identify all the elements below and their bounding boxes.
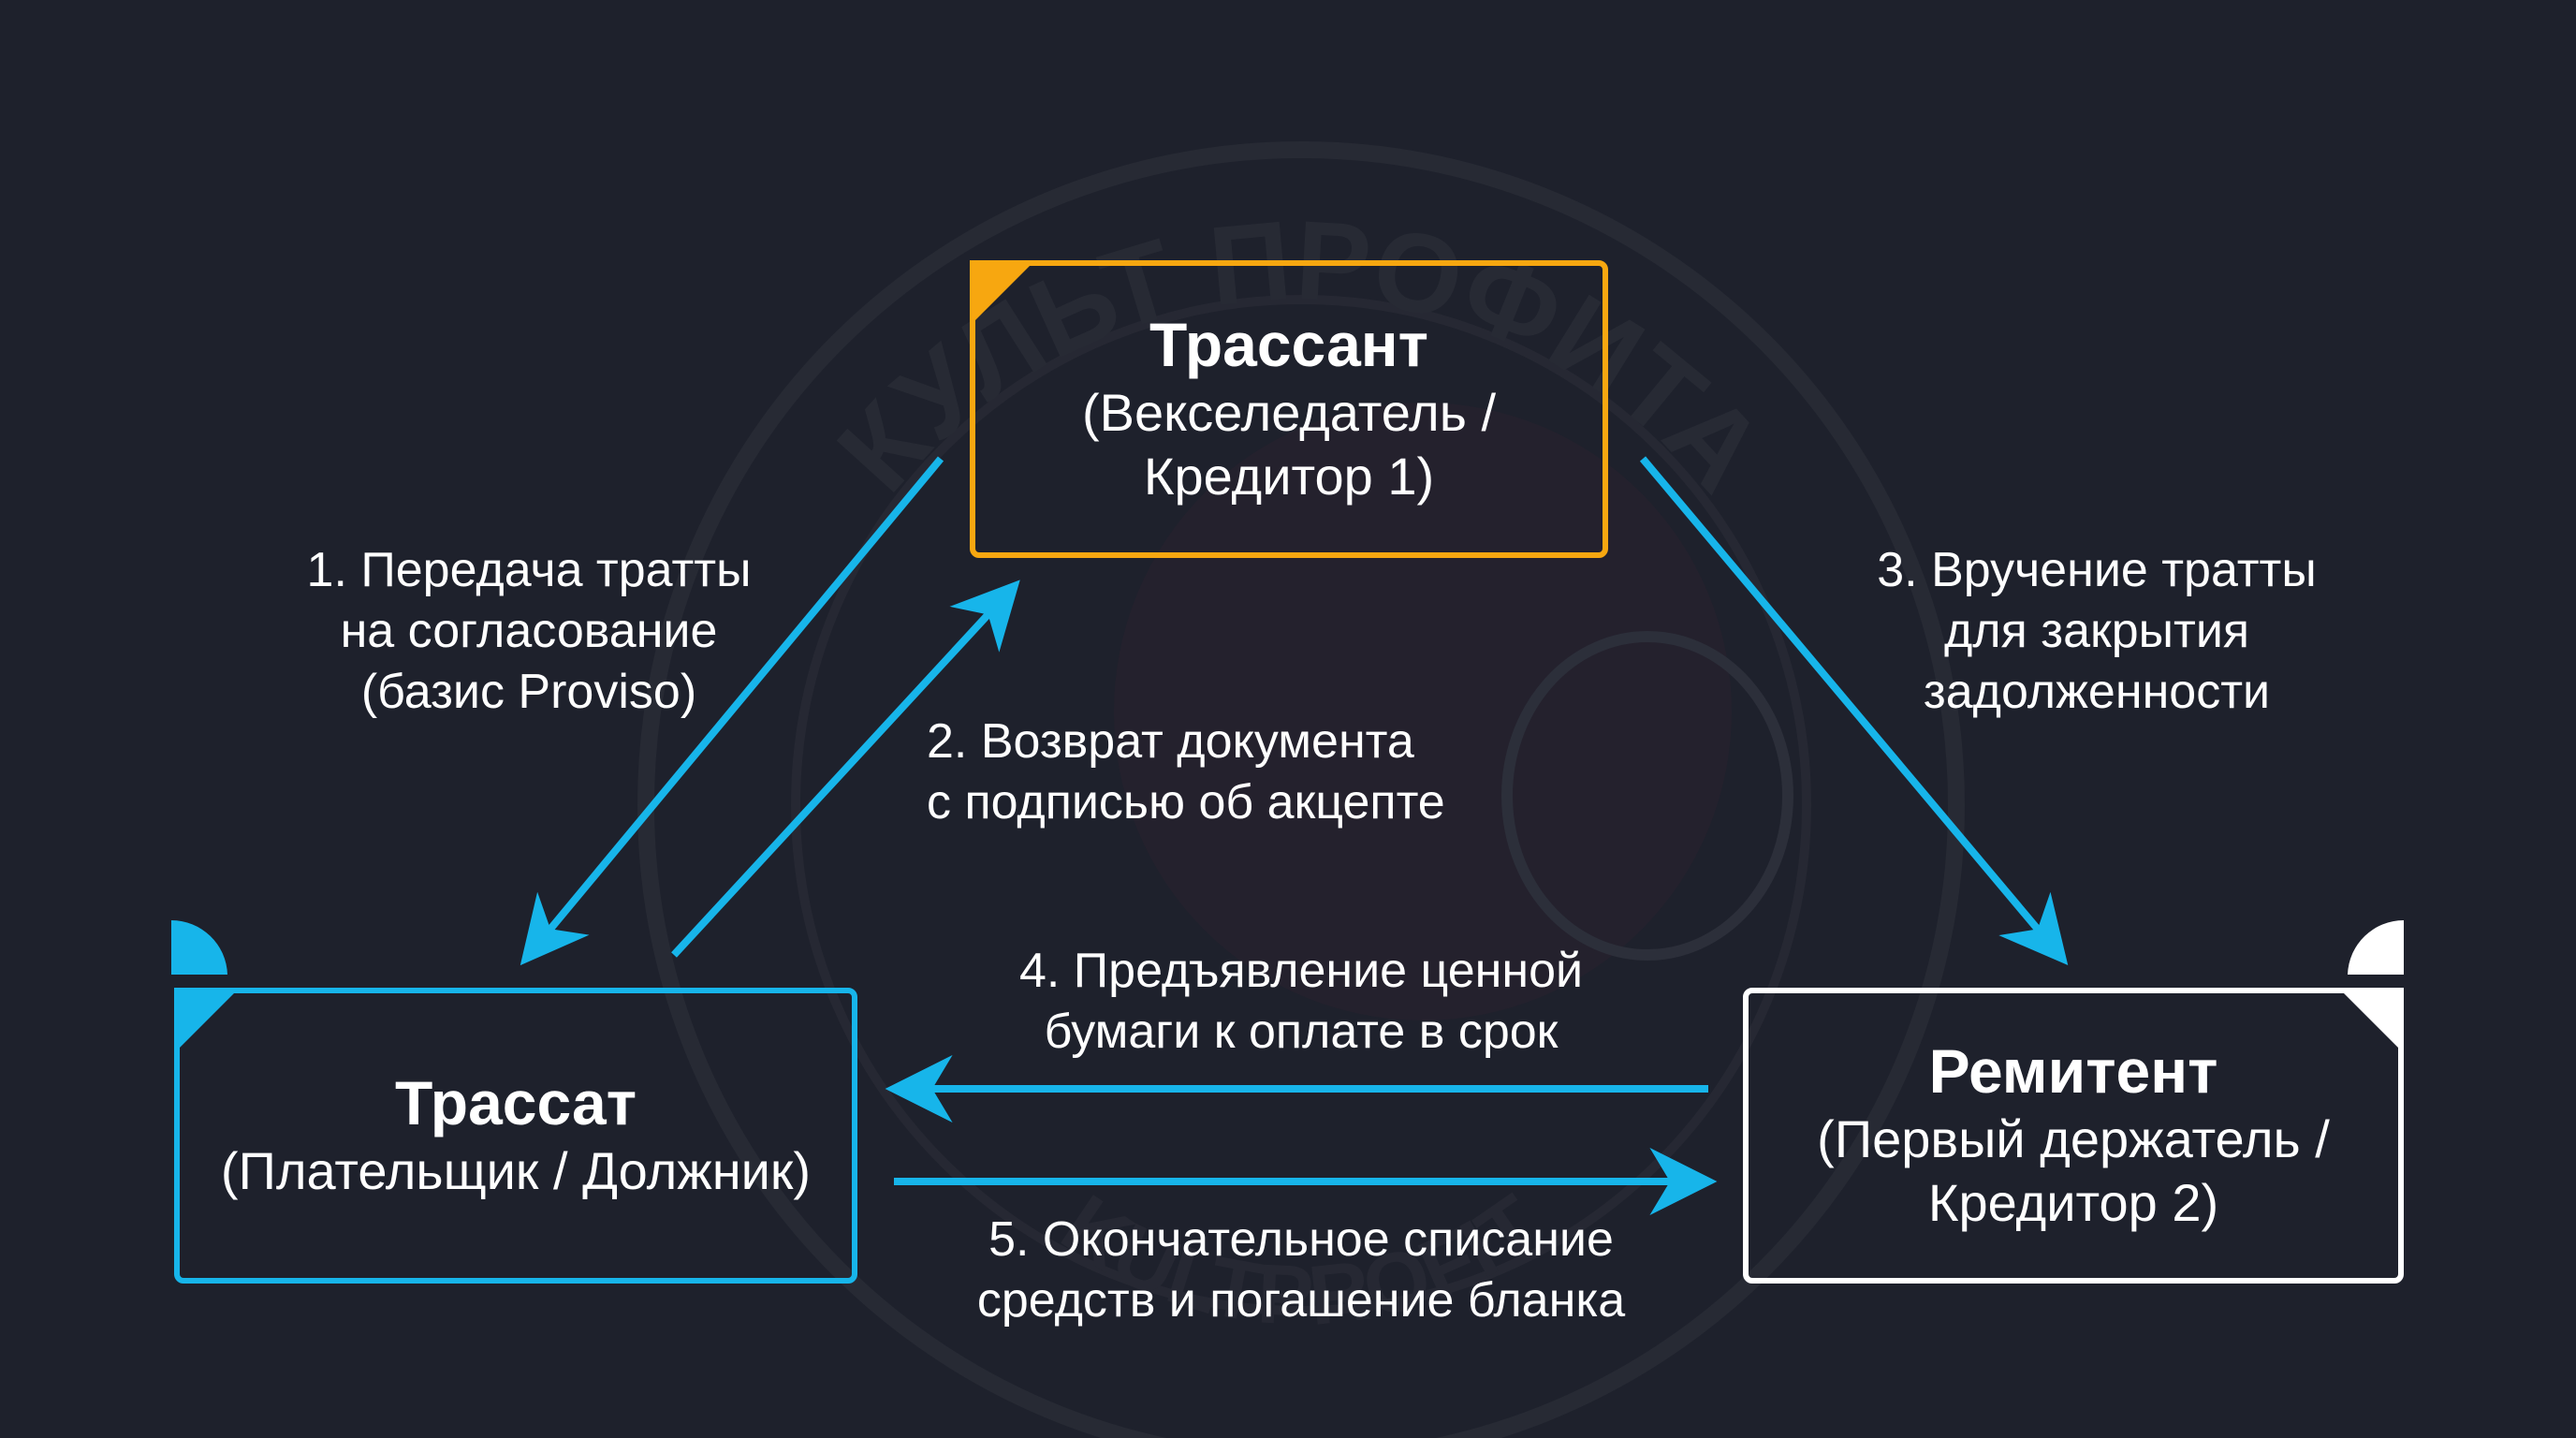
corner-tab-icon: [2338, 988, 2404, 1053]
arrow-step-1: [520, 456, 944, 966]
step-3-line-1: 3. Вручение тратты: [1877, 543, 2317, 597]
node-payee-title: Ремитент: [1928, 1035, 2218, 1106]
step-1-line-3: (базис Proviso): [360, 665, 697, 719]
step-5-line-2: средств и погашение бланка: [976, 1273, 1626, 1328]
arrow-step-2: [671, 580, 1020, 958]
node-drawer-title: Трассант: [1149, 309, 1428, 379]
step-4-line-1: 4. Предъявление ценной: [1018, 944, 1584, 998]
node-drawee-title: Трассат: [394, 1067, 637, 1137]
node-payee-subtitle-1: (Первый держатель /: [1817, 1108, 2330, 1168]
step-1-line-1: 1. Передача тратты: [306, 543, 752, 597]
corner-tab-icon: [174, 988, 240, 1053]
node-drawer: Трассант (Векселедатель / Кредитор 1): [970, 260, 1608, 558]
payee-corner-marker-icon: [2348, 920, 2404, 975]
step-3-line-3: задолженности: [1923, 665, 2271, 719]
node-drawee: Трассат (Плательщик / Должник): [174, 988, 857, 1284]
watermark-inner-ring: [791, 295, 1811, 1315]
step-2-line-1: 2. Возврат документа: [927, 714, 1414, 769]
step-2-label: 2. Возврат документа с подписью об акцеп…: [927, 712, 1445, 833]
step-5-line-1: 5. Окончательное списание: [988, 1212, 1614, 1267]
step-4-line-2: бумаги к оплате в срок: [1044, 1005, 1559, 1059]
watermark-outer-ring: [637, 141, 1965, 1438]
step-3-line-2: для закрытия: [1943, 604, 2250, 658]
step-1-label: 1. Передача тратты на согласование (бази…: [267, 540, 791, 723]
step-5-label: 5. Окончательное списание средств и пога…: [927, 1210, 1676, 1331]
step-2-line-2: с подписью об акцепте: [927, 775, 1445, 829]
node-payee: Ремитент (Первый держатель / Кредитор 2): [1743, 988, 2404, 1284]
step-4-label: 4. Предъявление ценной бумаги к оплате в…: [955, 941, 1647, 1063]
corner-tab-icon: [970, 260, 1035, 326]
drawee-corner-marker-icon: [171, 920, 227, 975]
step-1-line-2: на согласование: [340, 604, 718, 658]
arrow-step-3: [1639, 456, 2069, 966]
node-drawee-subtitle-1: (Плательщик / Должник): [220, 1140, 812, 1200]
step-3-label: 3. Вручение тратты для закрытия задолжен…: [1835, 540, 2359, 723]
bear-icon: [1501, 631, 1793, 961]
node-payee-subtitle-2: Кредитор 2): [1927, 1172, 2219, 1232]
node-drawer-subtitle-1: (Векселедатель /: [1081, 382, 1496, 442]
node-drawer-subtitle-2: Кредитор 1): [1143, 446, 1435, 506]
